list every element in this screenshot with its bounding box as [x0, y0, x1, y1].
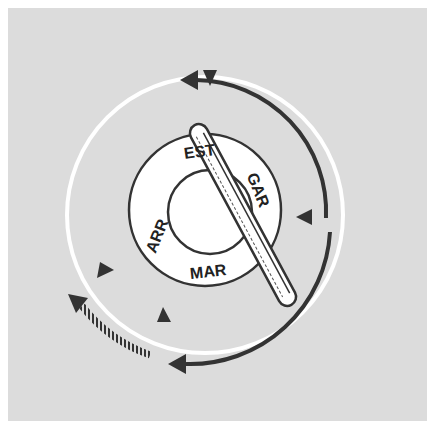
position-marker: [157, 307, 171, 322]
arrow-head: [68, 294, 88, 313]
arrow-head: [168, 354, 186, 374]
momentary-arrow: [82, 306, 150, 355]
arrow-head: [180, 70, 198, 90]
position-marker: [296, 209, 312, 225]
position-marker: [97, 262, 114, 278]
background: [8, 8, 427, 421]
